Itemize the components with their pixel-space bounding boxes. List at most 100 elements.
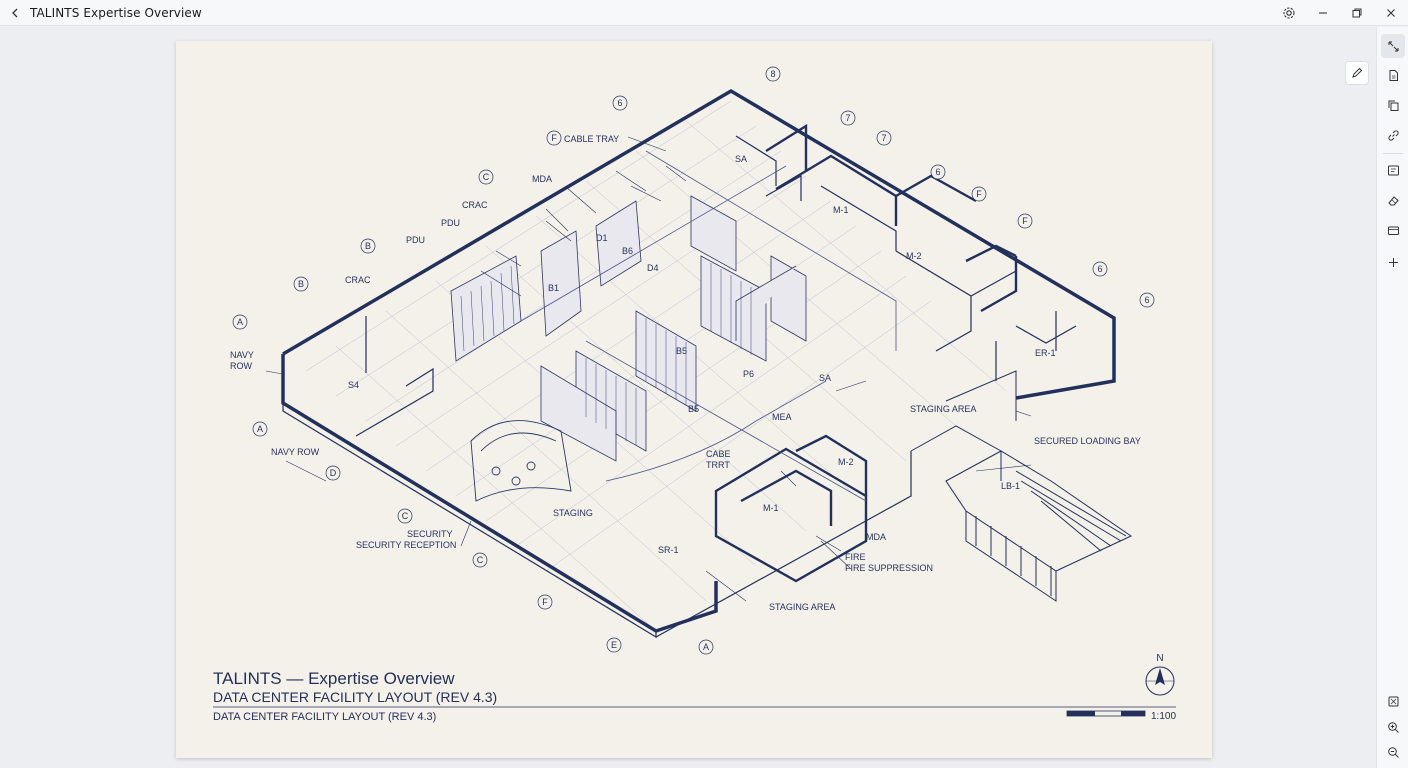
scale-label: 1:100 — [1151, 711, 1176, 722]
label-crac-left: CRAC — [345, 275, 371, 285]
fit-to-window-icon — [1388, 41, 1398, 51]
label-mea: MEA — [772, 412, 792, 422]
grid-8: 8 — [770, 69, 775, 79]
link-button[interactable] — [1381, 123, 1405, 147]
link-icon — [1387, 129, 1399, 141]
grid-E: E — [611, 640, 617, 650]
label-lb1: LB-1 — [1001, 481, 1020, 491]
label-er1: ER-1 — [1035, 348, 1056, 358]
label-sa-mid: SA — [819, 373, 831, 383]
grid-Fb: F — [1022, 216, 1028, 226]
label-b6: B6 — [622, 246, 633, 256]
north-arrow: N — [1145, 653, 1175, 696]
title-bar: TALINTS Expertise Overview — [0, 0, 1408, 26]
minimize-button[interactable] — [1306, 0, 1340, 26]
north-label: N — [1156, 653, 1163, 664]
eraser-button[interactable] — [1381, 188, 1405, 212]
reception-desk — [470, 420, 572, 502]
window-title: TALINTS Expertise Overview — [30, 5, 202, 20]
label-pdu-2: PDU — [406, 235, 425, 245]
rooms-right — [714, 123, 1018, 583]
label-secured-loading-bay: SECURED LOADING BAY — [1034, 436, 1141, 446]
rail-separator — [1383, 153, 1403, 154]
label-security: SECURITY — [407, 529, 453, 539]
label-b1: B1 — [548, 283, 559, 293]
label-m1-bottom: M-1 — [763, 503, 779, 513]
grid-7b: 7 — [881, 133, 886, 143]
loading-bay — [910, 370, 1133, 602]
grid-B-left2: B — [298, 279, 304, 289]
fit-page-icon — [1388, 696, 1398, 706]
grid-A-bot: A — [703, 642, 709, 652]
window-controls — [1272, 0, 1408, 26]
drawing-subtitle-small: DATA CENTER FACILITY LAYOUT (REV 4.3) — [213, 711, 436, 723]
grid-A-left: A — [237, 317, 243, 327]
grid-7a: 7 — [845, 113, 850, 123]
label-mda-top: MDA — [532, 174, 552, 184]
grid-C-bot2: C — [477, 555, 484, 565]
outer-walls — [281, 88, 1116, 633]
label-fire-suppression: FIRE SUPPRESSION — [845, 563, 933, 573]
media-button[interactable] — [1381, 218, 1405, 242]
leader-lines — [265, 136, 1032, 602]
document-button[interactable] — [1381, 63, 1405, 87]
text-extract-icon — [1387, 165, 1399, 175]
label-navy-row-2: NAVY ROW — [271, 447, 320, 457]
label-m2-bottom: M-2 — [838, 457, 854, 467]
copy-icon — [1388, 100, 1398, 111]
blueprint-sheet: 8 6 7 7 6 F F 6 6 F C B B A A D C C F E — [176, 41, 1212, 758]
fit-to-window-button[interactable] — [1381, 34, 1405, 58]
rack-slots — [460, 263, 752, 445]
label-d1: D1 — [596, 233, 608, 243]
zoom-in-button[interactable] — [1381, 715, 1405, 739]
label-cable-tray-center-a: CABE — [706, 449, 731, 459]
label-cable-tray-center-b: TRRT — [706, 460, 730, 470]
label-b5b: B5 — [676, 346, 687, 356]
fit-page-button[interactable] — [1381, 689, 1405, 713]
restore-button[interactable] — [1340, 0, 1374, 26]
document-icon — [1389, 69, 1398, 81]
media-icon — [1387, 226, 1399, 235]
annotate-button[interactable] — [1345, 61, 1369, 85]
label-staging-area-right: STAGING AREA — [910, 404, 976, 414]
drawing-subtitle: DATA CENTER FACILITY LAYOUT (REV 4.3) — [213, 689, 497, 705]
chevron-left-icon — [12, 8, 18, 17]
copy-button[interactable] — [1381, 93, 1405, 117]
drawing-title: TALINTS — Expertise Overview — [213, 669, 455, 688]
cable-trays — [520, 150, 897, 502]
grid-6c: 6 — [1097, 264, 1102, 274]
zoom-in-icon — [1387, 721, 1399, 733]
floor-plan-drawing: 8 6 7 7 6 F F 6 6 F C B B A A D C C F E — [213, 66, 1176, 723]
server-racks — [450, 195, 807, 462]
settings-button[interactable] — [1272, 0, 1306, 26]
label-mda-bottom: MDA — [866, 532, 886, 542]
back-button[interactable] — [0, 0, 30, 26]
add-button[interactable] — [1381, 250, 1405, 274]
right-toolbar — [1376, 27, 1408, 768]
label-security-reception: SECURITY RECEPTION — [356, 540, 456, 550]
document-viewer[interactable]: 8 6 7 7 6 F F 6 6 F C B B A A D C C F E — [0, 27, 1376, 768]
minimize-icon — [1319, 12, 1327, 14]
grid-Fa: F — [976, 189, 982, 199]
label-crac-top: CRAC — [462, 200, 488, 210]
grid-D: D — [330, 468, 337, 478]
text-extract-button[interactable] — [1381, 158, 1405, 182]
label-s4: S4 — [348, 380, 359, 390]
pen-icon — [1352, 67, 1363, 78]
grid-bubbles — [232, 66, 1155, 655]
label-m2-top: M-2 — [906, 251, 922, 261]
close-button[interactable] — [1374, 0, 1408, 26]
grid-F-top: F — [551, 133, 557, 143]
grid-C-bot1: C — [402, 511, 409, 521]
grid-A-left2: A — [257, 424, 263, 434]
label-sa-top: SA — [735, 154, 747, 164]
label-pdu-1: PDU — [441, 218, 460, 228]
grid-F-bot: F — [542, 597, 548, 607]
zoom-out-icon — [1387, 746, 1399, 758]
label-cable-tray: CABLE TRAY — [564, 134, 619, 144]
grid-6d: 6 — [1144, 295, 1149, 305]
grid-C-top: C — [483, 172, 490, 182]
label-navy-row-b: ROW — [230, 361, 253, 371]
zoom-out-button[interactable] — [1381, 740, 1405, 764]
label-m1-top: M-1 — [833, 205, 849, 215]
